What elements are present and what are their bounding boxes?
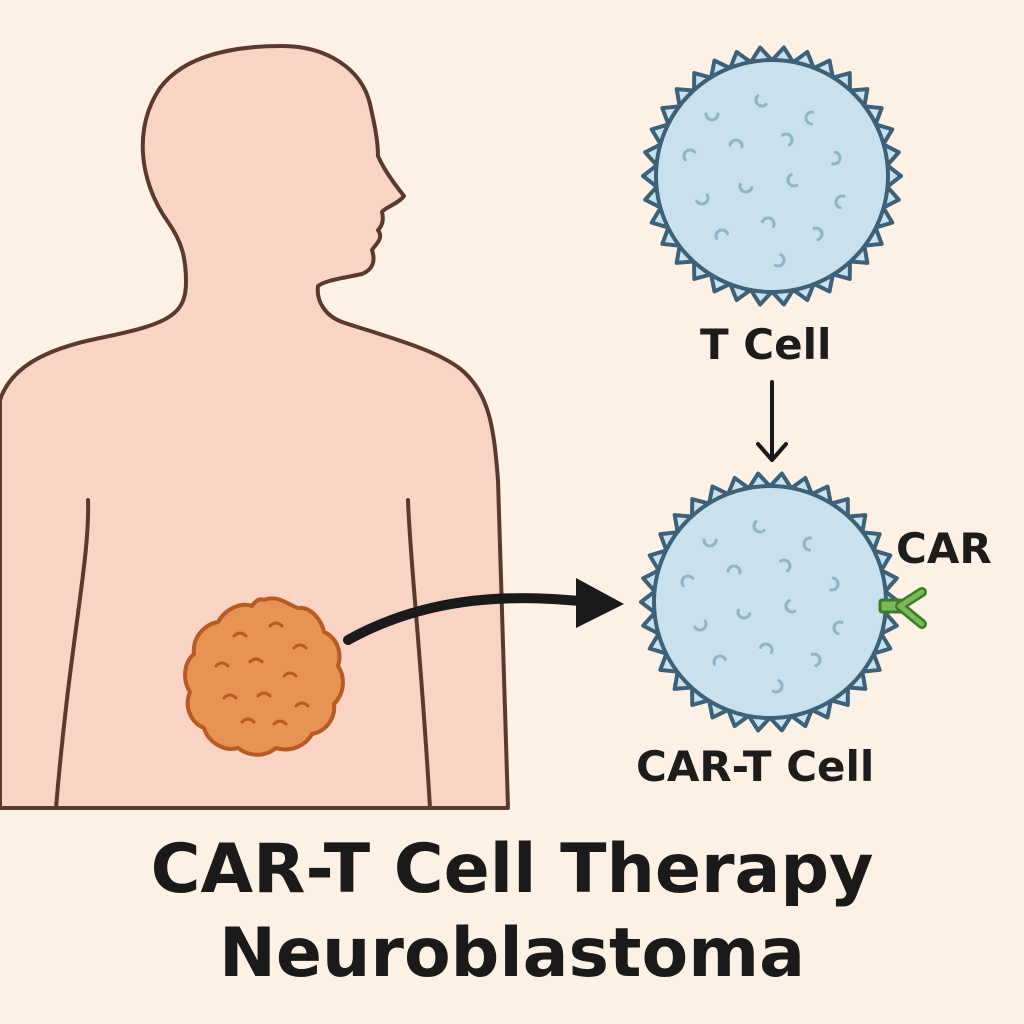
human-silhouette-icon [0,44,510,810]
tumor-icon [183,596,345,757]
title-line-1: CAR-T Cell Therapy [150,830,874,909]
t-cell-icon [641,45,903,307]
cell-texture-mark [771,679,784,694]
cell-texture-mark [759,642,774,654]
cell-texture-mark [754,94,768,108]
cell-texture-mark [726,564,742,575]
cell-texture-mark [802,536,812,552]
cell-texture-mark [728,138,744,149]
cell-texture-mark [736,608,752,620]
cell-texture-mark [779,558,792,573]
cell-texture-mark [738,182,754,194]
car-label: CAR [896,524,992,573]
title-line-2: Neuroblastoma [218,914,805,993]
cell-texture-mark [834,194,846,210]
cell-texture-mark [812,226,824,242]
car-t-cell-label: CAR-T Cell [636,742,875,791]
down-arrow [756,380,788,462]
cell-texture-mark [682,148,697,162]
t-cell-label: T Cell [700,320,832,369]
cell-texture-mark [804,110,814,126]
cell-membrane [654,58,890,294]
cell-texture-mark [714,228,730,240]
cell-texture-mark [695,193,710,206]
cell-texture-mark [752,520,766,534]
cell-membrane [652,484,888,720]
cell-texture-mark [831,150,842,166]
cell-texture-mark [810,652,822,668]
cell-texture-mark [702,538,718,548]
cell-texture-mark [832,620,844,636]
cell-texture-mark [773,253,786,268]
cell-texture-mark [712,654,728,666]
cell-texture-mark [704,112,720,122]
tumor-to-cart-arrow [343,578,624,645]
car-t-cell-icon [639,471,901,733]
cell-texture-mark [693,619,708,632]
cell-texture-mark [781,132,794,147]
cell-texture-mark [786,173,799,188]
cell-texture-mark [761,216,776,228]
cell-texture-mark [784,599,797,614]
cell-texture-mark [829,576,840,592]
cell-texture-mark [680,574,695,588]
car-receptor-icon [878,587,927,629]
title-block: CAR-T Cell Therapy Neuroblastoma [0,828,1024,996]
